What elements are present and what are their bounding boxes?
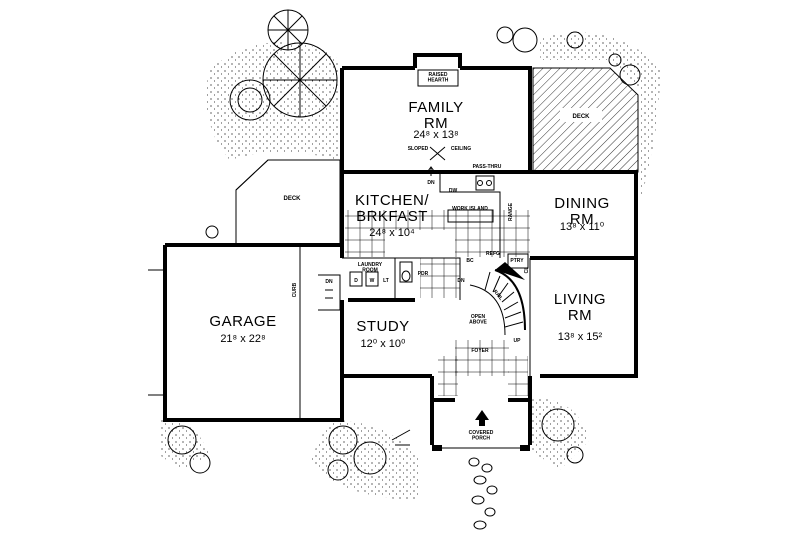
foyer-label: FOYER — [471, 348, 489, 354]
deck-left: DECK — [235, 159, 341, 246]
room-dims: 24⁸ x 10⁴ — [369, 227, 415, 239]
dw-label: DW — [449, 188, 458, 194]
tree-icon — [541, 408, 584, 464]
laundry-tub-label: LT — [383, 278, 389, 284]
walkway — [468, 457, 498, 530]
sloped-ceiling-mark — [429, 146, 446, 161]
kitchen-counter — [439, 172, 501, 258]
stair-icon — [469, 262, 526, 336]
closet-label: CL — [524, 267, 530, 274]
ptry-label: PTRY — [510, 258, 524, 264]
room-dims: 12⁰ x 10⁰ — [361, 338, 406, 350]
dn-family-label: DN — [427, 180, 435, 186]
tree-icon — [267, 9, 309, 51]
room-kitchen: KITCHEN/BRKFAST 24⁸ x 10⁴ — [355, 192, 429, 239]
sloped-label: SLOPED — [408, 146, 429, 152]
room-study: STUDY 12⁰ x 10⁰ — [356, 318, 409, 350]
deck-label: DECK — [572, 114, 590, 120]
refg-label: REFG — [486, 251, 500, 257]
washer-label: W — [370, 278, 375, 284]
walls — [163, 53, 638, 422]
deck-right: DECK — [532, 67, 639, 173]
deck-label: DECK — [283, 196, 301, 202]
tree-icon — [327, 425, 411, 481]
pass-thru-label: PASS-THRU — [473, 164, 502, 170]
shrub-icon — [608, 53, 641, 86]
bc-label: BC — [466, 258, 474, 264]
shrub-icon — [496, 26, 584, 53]
tree-icon — [229, 79, 271, 121]
room-dims: 21⁸ x 22⁸ — [220, 333, 265, 345]
entry-arrow-icon — [475, 410, 489, 426]
work-island-label: WORK ISLAND — [452, 206, 488, 212]
room-dims: 13⁸ x 11⁰ — [560, 221, 605, 233]
foyer-floor — [455, 340, 509, 376]
dn-garage-label: DN — [325, 279, 333, 285]
curb-label: CURB — [292, 282, 298, 297]
dn-hall-label: DN — [457, 278, 465, 284]
room-dims: 13⁸ x 15² — [558, 331, 603, 343]
range-label: RANGE — [508, 202, 514, 221]
room-name: GARAGE — [209, 313, 276, 330]
room-name: KITCHEN/BRKFAST — [355, 192, 429, 225]
tree-icon — [262, 42, 338, 118]
room-garage: GARAGE 21⁸ x 22⁸ — [209, 313, 276, 345]
room-dims: 24⁸ x 13⁸ — [413, 129, 458, 141]
work-island — [447, 209, 494, 223]
pdr-label: PDR — [418, 271, 429, 277]
dryer-label: D — [354, 278, 358, 284]
shrub-icon — [205, 225, 219, 239]
ceiling-label: CEILING — [451, 146, 471, 152]
tree-icon — [167, 425, 211, 474]
room-name: STUDY — [356, 318, 409, 335]
up-label: UP — [514, 338, 522, 344]
